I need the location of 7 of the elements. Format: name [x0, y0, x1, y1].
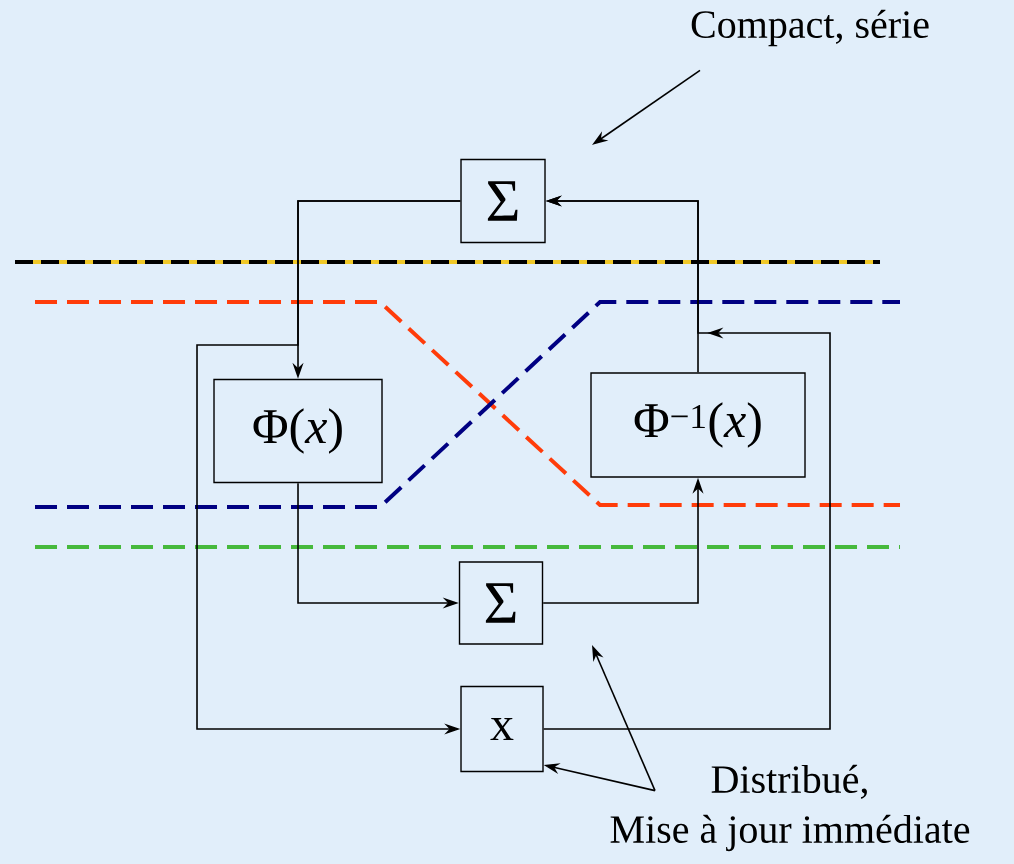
process-box: Σ — [458, 561, 544, 645]
annotation-text: Compact, série — [691, 9, 929, 47]
process-box: Φ$^{−1}$(x) — [590, 372, 806, 478]
annotation-text: Distribué, Mise à jour immédiate — [610, 764, 970, 852]
process-box: x — [460, 685, 544, 773]
process-box: Φ(x) — [213, 378, 383, 484]
process-box: Σ — [460, 158, 546, 244]
